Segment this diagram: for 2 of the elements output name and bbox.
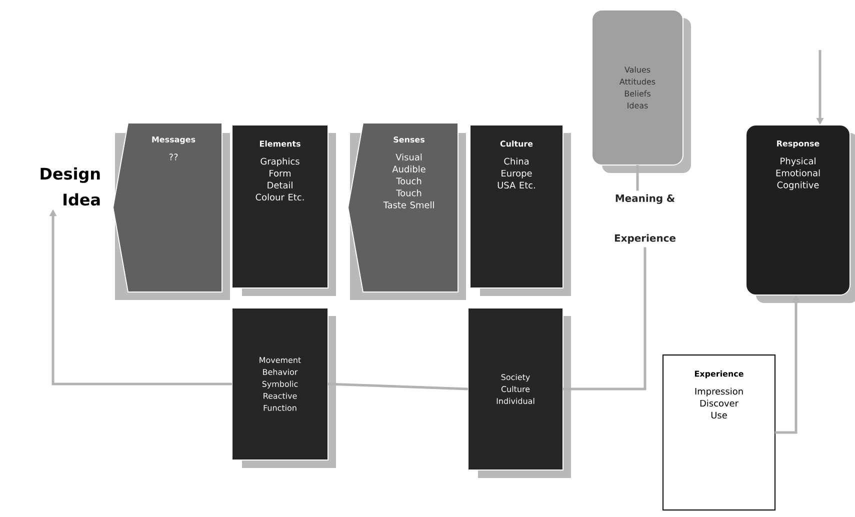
caption-text: Meaning & Experience (614, 194, 676, 244)
title-text: Design Idea (40, 167, 100, 206)
